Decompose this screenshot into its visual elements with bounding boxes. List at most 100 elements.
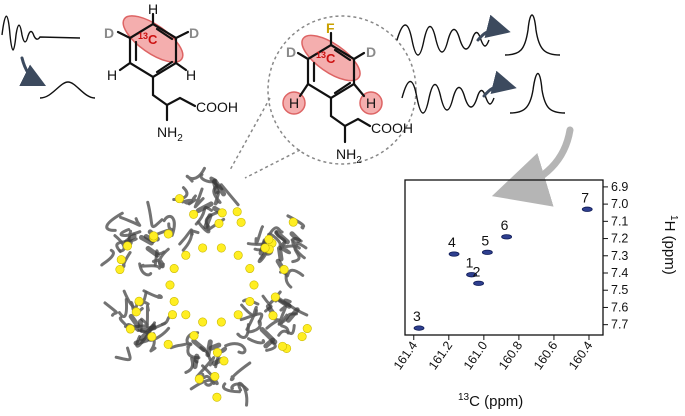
label-site xyxy=(268,311,278,321)
y-tick-label: 7.6 xyxy=(611,300,628,314)
right-d-left: D xyxy=(286,44,296,60)
label-site xyxy=(302,324,312,334)
label-site xyxy=(232,207,242,217)
right-h-right: H xyxy=(366,95,376,111)
x-tick-label: 161.0 xyxy=(461,339,490,373)
label-site xyxy=(260,243,270,253)
label-site xyxy=(181,250,191,260)
label-site xyxy=(216,243,226,253)
y-tick-label: 7.0 xyxy=(611,197,628,211)
label-site xyxy=(163,339,173,349)
label-site xyxy=(249,280,259,290)
label-site xyxy=(236,217,246,227)
label-site xyxy=(181,310,191,320)
protein-subunit xyxy=(239,290,312,353)
label-site xyxy=(198,243,208,253)
sharp-peak-bottom xyxy=(509,72,566,114)
label-site xyxy=(233,250,243,260)
label-site xyxy=(212,392,222,402)
label-site xyxy=(169,296,179,306)
to-spectrum-arrow xyxy=(491,126,574,207)
y-tick-label: 7.4 xyxy=(611,266,628,280)
label-site xyxy=(270,292,280,302)
left-d-left: D xyxy=(104,25,114,41)
fid-left-waveform xyxy=(1,15,81,51)
left-h-left: H xyxy=(107,67,117,83)
protein-subunit xyxy=(169,323,252,407)
label-site xyxy=(125,324,135,334)
right-cooh: COOH xyxy=(371,120,413,136)
zoom-circle xyxy=(267,15,417,165)
peak-5 xyxy=(481,249,493,255)
left-h-right: H xyxy=(186,67,196,83)
left-transform-arrow xyxy=(19,56,47,87)
peak-label-5: 5 xyxy=(481,232,489,248)
label-site xyxy=(214,218,224,228)
x-tick-label: 160.6 xyxy=(531,339,560,373)
label-site xyxy=(123,241,133,251)
x-tick-label: 161.4 xyxy=(391,339,420,373)
fid-bottom-waveform xyxy=(401,80,495,114)
label-site xyxy=(167,310,177,320)
label-site xyxy=(149,231,159,241)
zoom-connector-left xyxy=(229,97,271,171)
top-transform-arrow xyxy=(476,14,511,42)
label-site xyxy=(116,255,126,265)
label-site xyxy=(134,296,144,306)
x-tick-label: 160.4 xyxy=(566,339,595,373)
label-site xyxy=(216,317,226,327)
peak-label-7: 7 xyxy=(581,189,589,205)
fid-top-waveform xyxy=(396,24,490,56)
x-tick-label: 161.2 xyxy=(426,339,455,373)
y-tick-label: 7.2 xyxy=(611,232,628,246)
right-d-right: D xyxy=(366,44,376,60)
y-tick-label: 7.3 xyxy=(611,249,628,263)
label-site xyxy=(163,229,173,239)
peak-label-1: 1 xyxy=(466,255,474,271)
h-left-highlight xyxy=(282,91,306,115)
label-site xyxy=(174,194,184,204)
peak-label-4: 4 xyxy=(448,234,456,250)
spectrum-frame xyxy=(404,179,604,336)
label-site xyxy=(245,264,255,274)
label-site xyxy=(279,265,289,275)
left-d-right: D xyxy=(189,25,199,41)
peak-2 xyxy=(473,280,484,286)
right-c13-label: 13C xyxy=(316,50,336,66)
peak-1 xyxy=(466,272,477,278)
protein-subunit xyxy=(100,200,176,277)
zoom-connector-right xyxy=(244,149,301,179)
peak-6 xyxy=(501,234,513,240)
sharp-peak-top xyxy=(504,14,561,56)
h-right-highlight xyxy=(359,91,383,115)
peak-label-6: 6 xyxy=(501,217,509,233)
left-h-top: H xyxy=(148,1,158,17)
label-site xyxy=(169,264,179,274)
right-f-label: F xyxy=(326,20,335,36)
x-axis-label: 13C (ppm) xyxy=(458,392,523,410)
label-site xyxy=(147,332,157,342)
broad-peak xyxy=(39,81,96,99)
protein-subunit xyxy=(172,166,246,252)
label-site xyxy=(115,265,125,275)
protein-subunit xyxy=(103,289,177,362)
label-site xyxy=(189,209,199,219)
x-tick-label: 160.8 xyxy=(496,339,525,373)
protein-hexamer xyxy=(100,166,312,407)
peak-label-3: 3 xyxy=(413,308,421,324)
label-site xyxy=(264,234,274,244)
right-molecule: F 13C D D H H COOH NH2 xyxy=(282,20,413,166)
protein-subunit xyxy=(246,214,308,289)
c13f-highlight-ellipse xyxy=(301,34,361,82)
label-site xyxy=(288,217,298,227)
y-tick-label: 7.1 xyxy=(611,214,628,228)
c13-highlight-ellipse xyxy=(122,15,184,63)
left-c13-label: 13C xyxy=(138,31,158,47)
right-nh2: NH2 xyxy=(336,146,362,166)
left-nh2: NH2 xyxy=(157,124,183,144)
peak-label-2: 2 xyxy=(473,263,481,279)
peak-4 xyxy=(448,251,460,257)
right-h-left: H xyxy=(289,95,299,111)
